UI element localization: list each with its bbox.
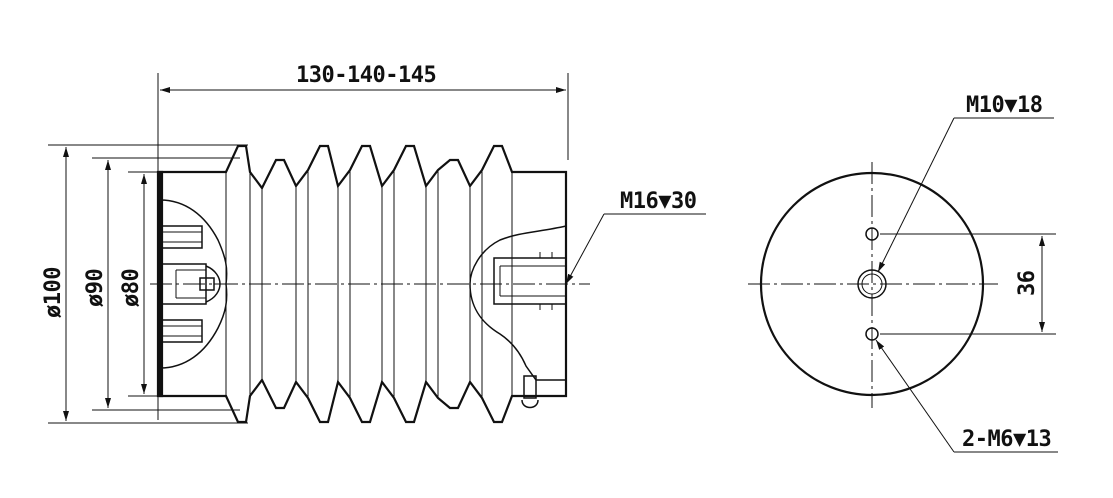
side-view: 130-140-145 ø100 ø90 ø80 bbox=[41, 63, 706, 424]
dimension-hole-spacing: 36 bbox=[880, 233, 1056, 335]
leader-thread-pair: 2-M6▼13 bbox=[875, 339, 1058, 453]
center-thread-hole bbox=[857, 269, 887, 299]
thread-side-label: M16▼30 bbox=[620, 189, 696, 214]
leader-thread-center: M10▼18 bbox=[877, 93, 1054, 273]
upper-thread-hole bbox=[865, 227, 879, 241]
thread-center-label: M10▼18 bbox=[966, 93, 1042, 118]
diameter-90-label: ø90 bbox=[83, 269, 108, 307]
lower-thread-hole bbox=[865, 327, 879, 341]
hole-spacing-label: 36 bbox=[1015, 270, 1040, 296]
right-insert-section bbox=[469, 225, 567, 409]
thread-pair-label: 2-M6▼13 bbox=[962, 427, 1051, 452]
leader-thread-side: M16▼30 bbox=[565, 189, 706, 285]
dimension-overall-length: 130-140-145 bbox=[157, 63, 569, 420]
diameter-80-label: ø80 bbox=[119, 269, 144, 307]
diameter-100-label: ø100 bbox=[41, 267, 66, 318]
overall-length-label: 130-140-145 bbox=[296, 63, 436, 88]
end-view: 36 M10▼18 2-M6▼13 bbox=[748, 93, 1058, 453]
dimension-diameters: ø100 ø90 ø80 bbox=[41, 144, 248, 424]
